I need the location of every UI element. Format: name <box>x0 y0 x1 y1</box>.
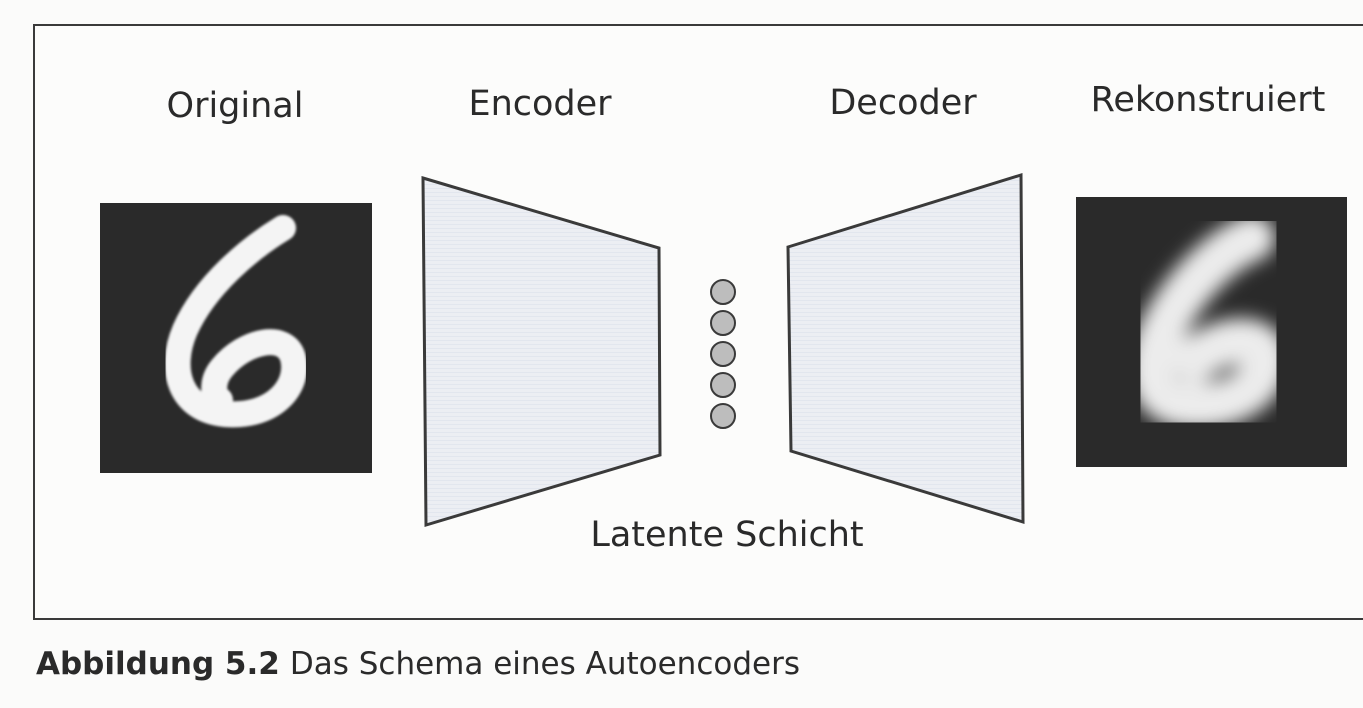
label-latent-layer: Latente Schicht <box>590 515 864 555</box>
decoder-block <box>786 172 1025 525</box>
label-encoder: Encoder <box>468 84 612 124</box>
label-original: Original <box>166 86 304 126</box>
label-decoder: Decoder <box>829 83 977 123</box>
latent-node <box>710 279 736 305</box>
latent-node <box>710 372 736 398</box>
reconstructed-image <box>1076 197 1347 467</box>
digit-six-reconstructed <box>1129 215 1288 429</box>
latent-node <box>710 310 736 336</box>
label-reconstructed: Rekonstruiert <box>1090 80 1326 120</box>
encoder-block <box>421 175 662 528</box>
caption-text: Das Schema eines Autoencoders <box>289 646 800 682</box>
original-image <box>100 203 372 473</box>
latent-layer <box>710 279 736 429</box>
latent-node <box>710 403 736 429</box>
digit-six-original <box>164 215 308 428</box>
latent-node <box>710 341 736 367</box>
caption-number: Abbildung 5.2 <box>36 646 280 682</box>
